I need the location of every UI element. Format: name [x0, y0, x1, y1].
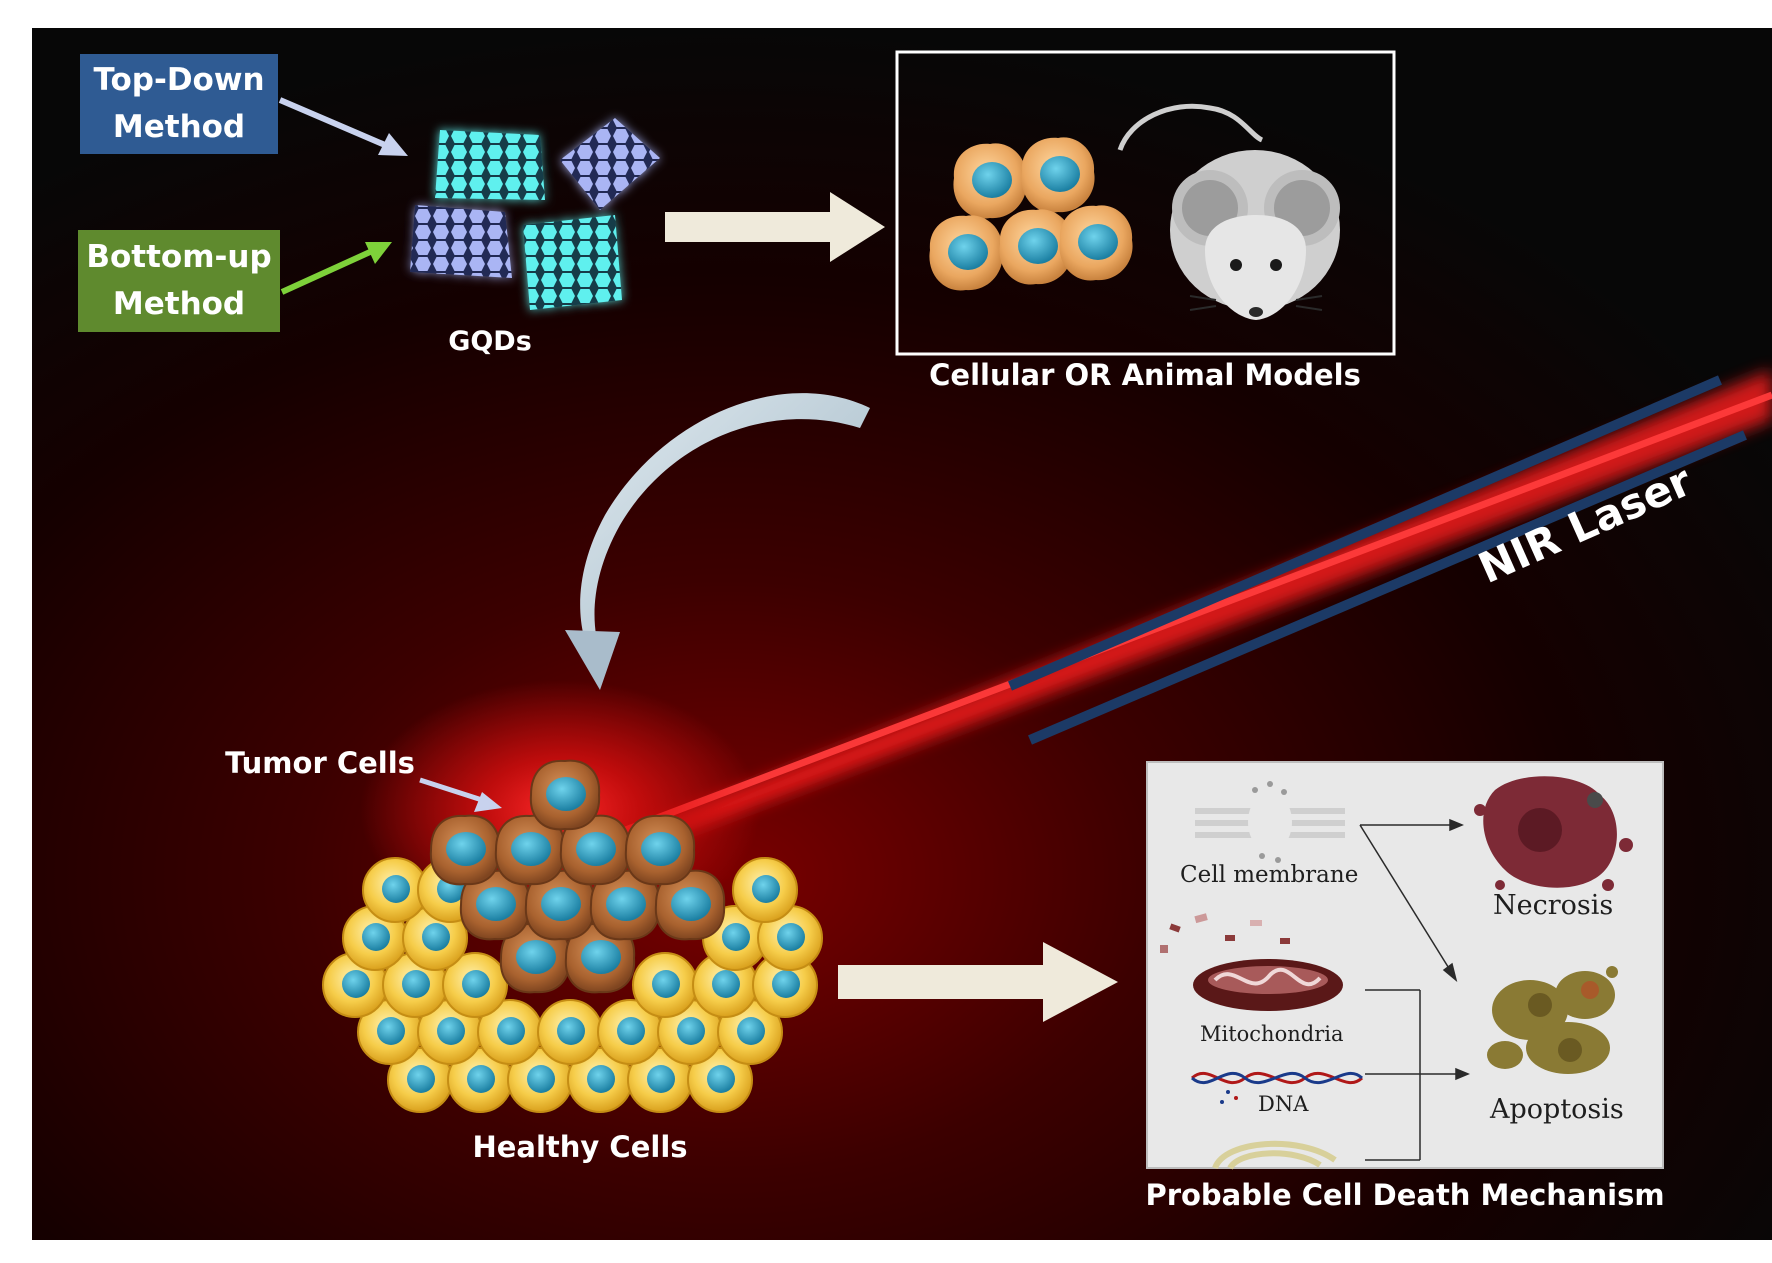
- healthy-cell-cluster: [322, 857, 823, 1113]
- mechanism-title: Probable Cell Death Mechanism: [1145, 1178, 1665, 1212]
- top-down-box: [80, 54, 278, 154]
- healthy-cells-label: Healthy Cells: [472, 1130, 688, 1164]
- gqds-label: GQDs: [448, 326, 532, 357]
- nir-laser-beam: [518, 370, 1772, 880]
- top-down-box-label: Top-Down Method: [80, 54, 278, 154]
- mitochondria-label: Mitochondria: [1200, 1022, 1344, 1046]
- mechanism-connectors: [1359, 818, 1470, 1161]
- er-illustration: [1212, 1140, 1337, 1170]
- healthy-cell: [382, 952, 448, 1018]
- bottom-up-box-label: Bottom-up Method: [78, 230, 280, 332]
- tumor-cell: [559, 814, 631, 886]
- tumor-cell: [494, 814, 566, 886]
- cell-membrane-label: Cell membrane: [1180, 862, 1359, 888]
- necrosis-label: Necrosis: [1493, 890, 1614, 921]
- cultured-cells: [929, 137, 1133, 291]
- tumor-cell: [654, 869, 726, 941]
- healthy-cell: [732, 857, 798, 923]
- healthy-cell: [507, 1047, 573, 1113]
- healthy-cell: [687, 1047, 753, 1113]
- mitochondria-illustration: [1160, 913, 1343, 1011]
- laser-rail-bottom: [1028, 430, 1747, 745]
- gqd-sheet-cyan-1: [435, 130, 545, 200]
- arrow-to-models: [665, 192, 885, 262]
- bottom-up-line-1: Bottom-up: [86, 239, 272, 275]
- bottom-up-arrow: [280, 242, 392, 295]
- curved-arrow: [565, 393, 870, 690]
- mouse-illustration: [1117, 103, 1340, 320]
- apoptosis-illustration: [1487, 966, 1618, 1074]
- tumor-cell: [589, 869, 661, 941]
- gqd-sheet-lavender-2: [410, 205, 512, 278]
- tumor-cell: [529, 759, 601, 831]
- necrosis-illustration: [1474, 776, 1633, 891]
- models-box: [895, 50, 1396, 356]
- healthy-cell: [632, 952, 698, 1018]
- healthy-cell: [567, 1047, 633, 1113]
- tumor-pointer-arrow: [419, 777, 502, 812]
- healthy-cell: [477, 999, 543, 1065]
- bottom-up-box: [78, 230, 280, 332]
- gqd-sheet-lavender-1: [560, 118, 660, 210]
- healthy-cell: [627, 1047, 693, 1113]
- dna-label: DNA: [1258, 1092, 1309, 1116]
- tumor-cell: [429, 814, 501, 886]
- bottom-up-line-2: Method: [112, 286, 246, 322]
- dna-illustration: [1191, 1071, 1364, 1104]
- healthy-cell: [757, 905, 823, 971]
- top-down-line-1: Top-Down: [93, 62, 265, 98]
- healthy-cell: [447, 1047, 513, 1113]
- arrow-to-mechanism: [838, 942, 1118, 1022]
- cell-membrane-illustration: [1195, 781, 1345, 863]
- tumor-cells-label: Tumor Cells: [225, 746, 415, 780]
- models-label: Cellular OR Animal Models: [929, 358, 1361, 392]
- top-down-line-2: Method: [112, 109, 246, 145]
- gqd-cluster: [410, 118, 660, 310]
- laser-rail-top: [1008, 375, 1722, 691]
- tumor-cell: [624, 814, 696, 886]
- gqd-sheet-cyan-2: [523, 215, 622, 310]
- apoptosis-label: Apoptosis: [1490, 1094, 1624, 1125]
- tumor-cell: [564, 922, 636, 994]
- top-down-arrow: [278, 97, 408, 156]
- tumor-cell-cluster: [429, 759, 726, 994]
- healthy-cell: [537, 999, 603, 1065]
- healthy-cell: [387, 1047, 453, 1113]
- healthy-cell: [442, 952, 508, 1018]
